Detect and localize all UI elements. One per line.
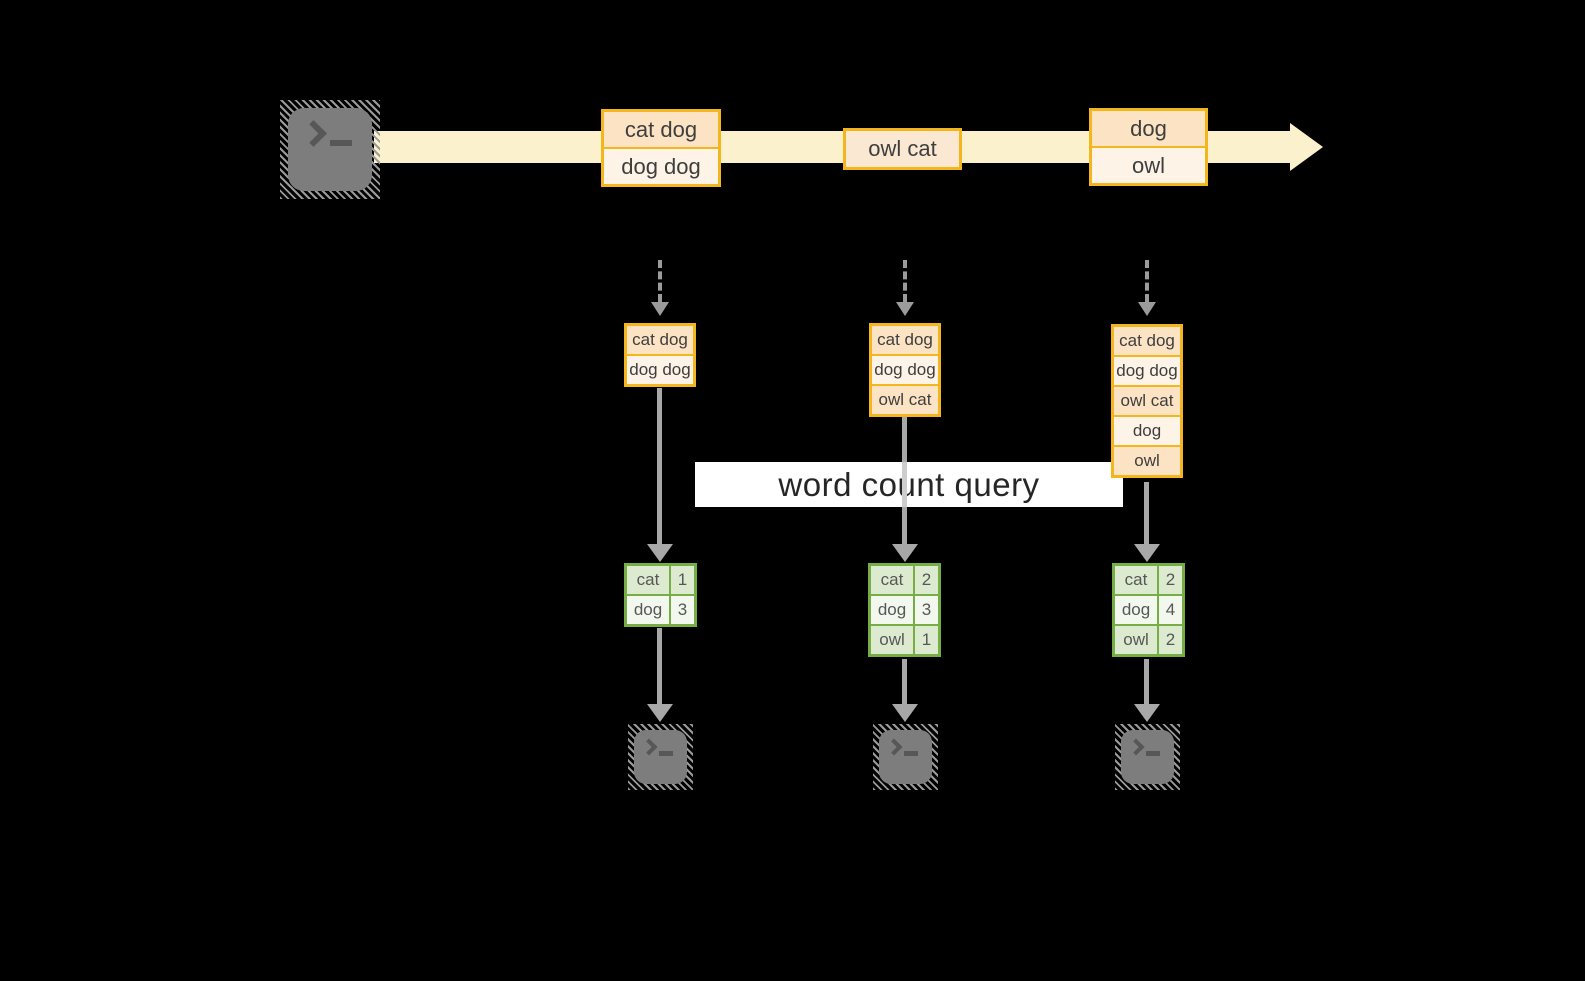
count-word: cat — [871, 566, 915, 594]
count-value: 3 — [915, 596, 938, 624]
input-record: dog dog — [872, 356, 938, 386]
arrow-head-icon — [647, 544, 673, 562]
sink-terminal-icon-2 — [873, 724, 938, 790]
arrow-line — [657, 388, 662, 546]
arrow-head-icon — [1134, 704, 1160, 722]
sink-terminal-icon-3 — [1115, 724, 1180, 790]
arrow-line — [1144, 659, 1149, 706]
input-record: cat dog — [872, 326, 938, 356]
terminal-prompt-chevron-icon — [640, 738, 658, 756]
dashed-arrow-line — [903, 260, 907, 302]
count-row: owl 2 — [1115, 626, 1182, 654]
terminal-prompt-underscore-icon — [904, 751, 918, 756]
input-record: owl — [1114, 447, 1180, 475]
arrow-line-over-banner — [902, 462, 907, 507]
stream-batch-3: dog owl — [1089, 108, 1208, 186]
terminal-prompt-underscore-icon — [330, 140, 352, 146]
count-table-3: cat 2 dog 4 owl 2 — [1112, 563, 1185, 657]
dashed-arrow-head-icon — [896, 302, 914, 316]
count-word: owl — [1115, 626, 1159, 654]
dashed-arrow-head-icon — [651, 302, 669, 316]
terminal-prompt-chevron-icon — [300, 120, 327, 147]
count-table-2: cat 2 dog 3 owl 1 — [868, 563, 941, 657]
terminal-prompt-chevron-icon — [885, 738, 903, 756]
count-value: 2 — [915, 566, 938, 594]
input-record: cat dog — [627, 326, 693, 356]
source-terminal-icon — [280, 100, 380, 199]
terminal-body — [1121, 730, 1174, 784]
terminal-prompt-underscore-icon — [659, 751, 673, 756]
input-record: dog dog — [1114, 357, 1180, 387]
stream-batch-2: owl cat — [843, 128, 962, 170]
arrow-head-icon — [1134, 544, 1160, 562]
count-row: dog 3 — [627, 596, 694, 624]
input-stack-2: cat dog dog dog owl cat — [869, 323, 941, 417]
count-row: dog 4 — [1115, 596, 1182, 626]
input-record: owl cat — [1114, 387, 1180, 417]
arrow-line — [1144, 482, 1149, 546]
arrow-head-icon — [892, 544, 918, 562]
count-row: cat 2 — [871, 566, 938, 596]
terminal-body — [288, 108, 372, 191]
count-word: dog — [1115, 596, 1159, 624]
count-value: 4 — [1159, 596, 1182, 624]
arrow-head-icon — [892, 704, 918, 722]
count-value: 1 — [671, 566, 694, 594]
count-word: owl — [871, 626, 915, 654]
count-value: 1 — [915, 626, 938, 654]
dashed-arrow-head-icon — [1138, 302, 1156, 316]
input-stack-3: cat dog dog dog owl cat dog owl — [1111, 324, 1183, 478]
arrow-line — [902, 659, 907, 706]
count-value: 3 — [671, 596, 694, 624]
count-row: cat 2 — [1115, 566, 1182, 596]
count-row: cat 1 — [627, 566, 694, 596]
stream-batch-1: cat dog dog dog — [601, 109, 721, 187]
count-table-1: cat 1 dog 3 — [624, 563, 697, 627]
stream-record: dog dog — [604, 149, 718, 184]
input-record: dog dog — [627, 356, 693, 384]
arrow-line — [657, 628, 662, 706]
dashed-arrow-line — [1145, 260, 1149, 302]
terminal-body — [879, 730, 932, 784]
input-record: owl cat — [872, 386, 938, 414]
count-word: dog — [871, 596, 915, 624]
stream-record: owl cat — [846, 131, 959, 167]
count-word: dog — [627, 596, 671, 624]
dashed-arrow-line — [658, 260, 662, 302]
input-stack-1: cat dog dog dog — [624, 323, 696, 387]
stream-timeline-arrowhead-icon — [1290, 123, 1323, 171]
stream-record: cat dog — [604, 112, 718, 149]
count-row: owl 1 — [871, 626, 938, 654]
stream-record: dog — [1092, 111, 1205, 148]
sink-terminal-icon-1 — [628, 724, 693, 790]
count-value: 2 — [1159, 626, 1182, 654]
query-banner: word count query — [695, 462, 1123, 507]
terminal-prompt-underscore-icon — [1146, 751, 1160, 756]
count-row: dog 3 — [871, 596, 938, 626]
arrow-head-icon — [647, 704, 673, 722]
stream-record: owl — [1092, 148, 1205, 183]
count-word: cat — [1115, 566, 1159, 594]
input-record: cat dog — [1114, 327, 1180, 357]
terminal-body — [634, 730, 687, 784]
input-record: dog — [1114, 417, 1180, 447]
count-value: 2 — [1159, 566, 1182, 594]
count-word: cat — [627, 566, 671, 594]
terminal-prompt-chevron-icon — [1127, 738, 1145, 756]
